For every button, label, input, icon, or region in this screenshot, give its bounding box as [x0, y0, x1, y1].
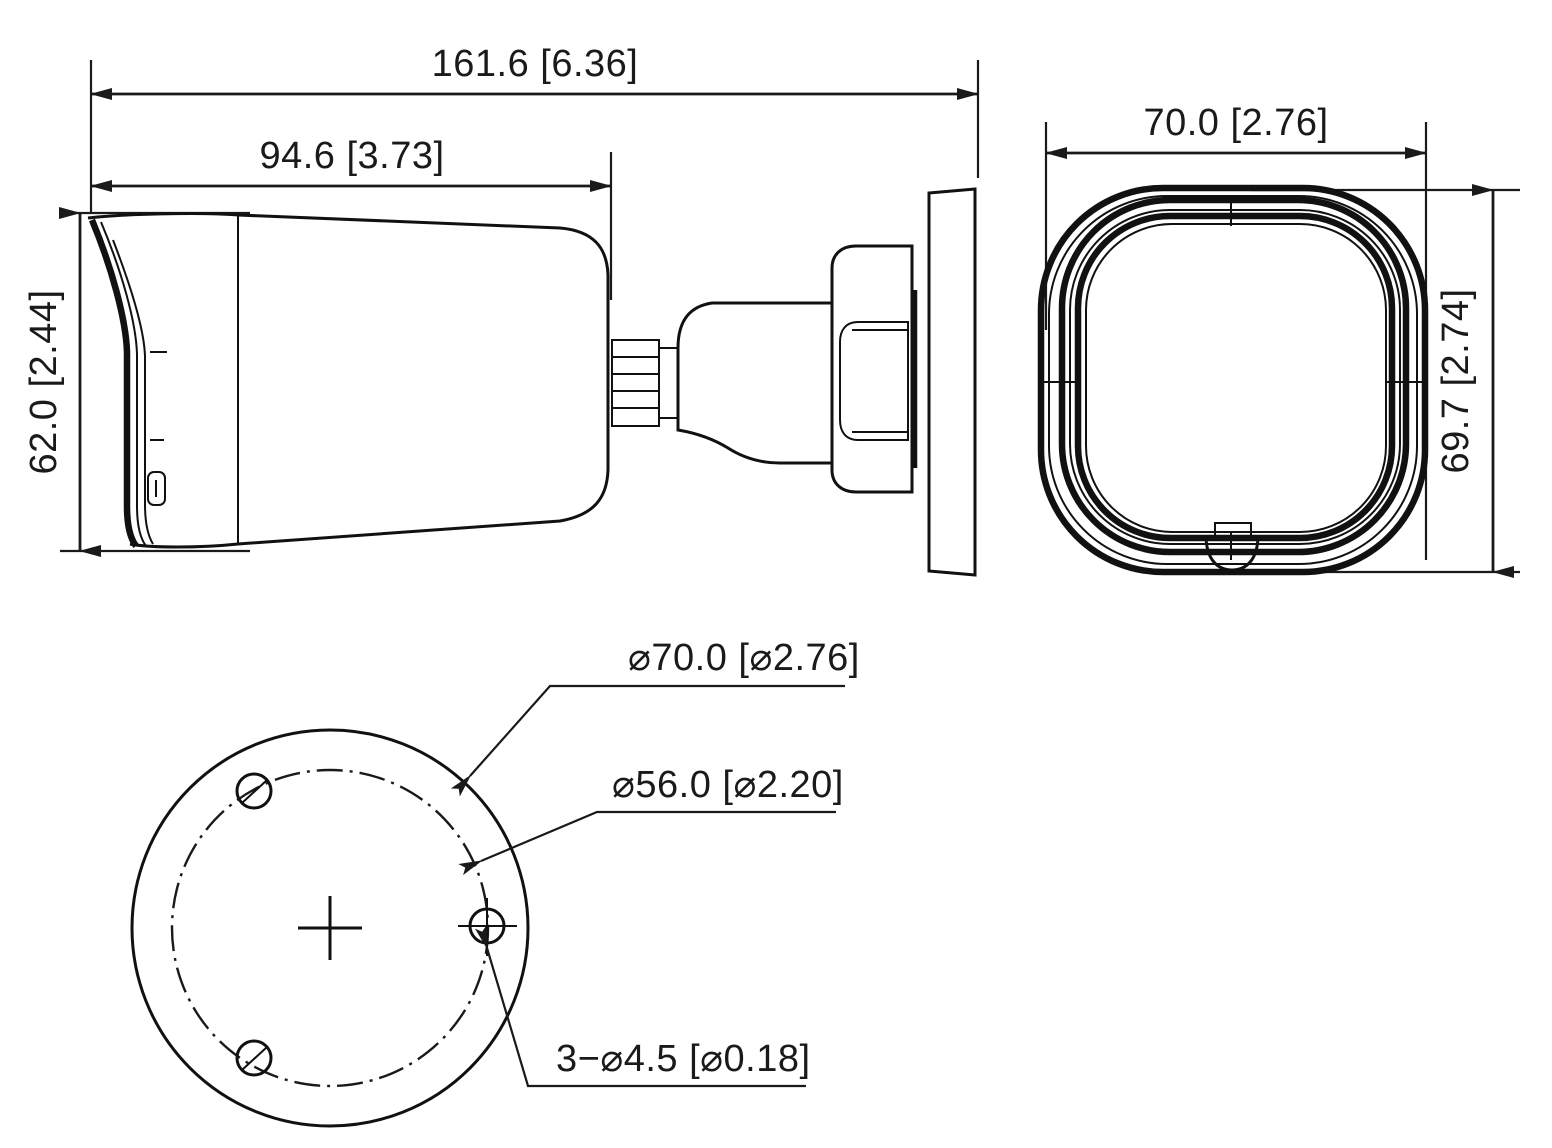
callout-bolt-circle: ⌀56.0 [⌀2.20] [458, 764, 844, 876]
dim-label-body-height: 62.0 [2.44] [23, 289, 65, 474]
bracket-base-block [830, 244, 914, 494]
dim-label-body-length: 94.6 [3.73] [259, 135, 444, 177]
front-ring-inner [1074, 212, 1396, 542]
screw-hole-upper-left [235, 772, 273, 810]
dim-label-front-width: 70.0 [2.76] [1143, 102, 1328, 144]
front-ring-outer-inner [1048, 195, 1418, 565]
front-bottom-tab [1214, 522, 1252, 540]
wall-mount-plate [927, 187, 977, 577]
dim-label-front-height: 69.7 [2.74] [1435, 288, 1477, 473]
camera-front-bezel-inner2 [112, 239, 154, 545]
front-view: 70.0 [2.76] 69.7 [2.74] [1037, 102, 1520, 578]
camera-indicator-slot [147, 471, 166, 506]
bracket-arm [676, 301, 834, 465]
camera-front-bezel [88, 218, 139, 548]
screw-hole-lower-left [235, 1039, 273, 1077]
front-ring-mid-inner [1069, 209, 1401, 545]
callout-screw-holes: 3−⌀4.5 [⌀0.18] [474, 925, 811, 1088]
leader-outer-diameter [450, 684, 845, 797]
front-bottom-boss [1204, 534, 1260, 572]
callout-label-screw-holes: 3−⌀4.5 [⌀0.18] [556, 1038, 811, 1080]
callout-label-bolt-circle: ⌀56.0 [⌀2.20] [612, 764, 844, 806]
lock-ring [611, 339, 660, 427]
front-ring-outer [1037, 184, 1429, 576]
bottom-view: ⌀70.0 [⌀2.76] ⌀56.0 [⌀2.20] 3−⌀4.5 [⌀0.1… [130, 637, 860, 1128]
bottom-outer-circle [130, 728, 530, 1128]
screw-hole-right [458, 898, 517, 956]
camera-front-bezel-inner [100, 221, 147, 547]
side-view: 161.6 [6.36] 94.6 [3.73] 62.0 [2.44] [23, 43, 980, 577]
leader-bolt-circle [458, 810, 836, 876]
callout-label-outer-diameter: ⌀70.0 [⌀2.76] [628, 637, 860, 679]
callout-outer-diameter: ⌀70.0 [⌀2.76] [450, 637, 860, 797]
leader-screw-holes [474, 925, 806, 1088]
front-ring-inner-inner [1085, 223, 1387, 533]
bracket-base-slot [839, 321, 909, 441]
dim-label-overall-length: 161.6 [6.36] [432, 43, 639, 85]
camera-body-outline [87, 212, 610, 549]
front-ring-mid [1058, 196, 1410, 556]
